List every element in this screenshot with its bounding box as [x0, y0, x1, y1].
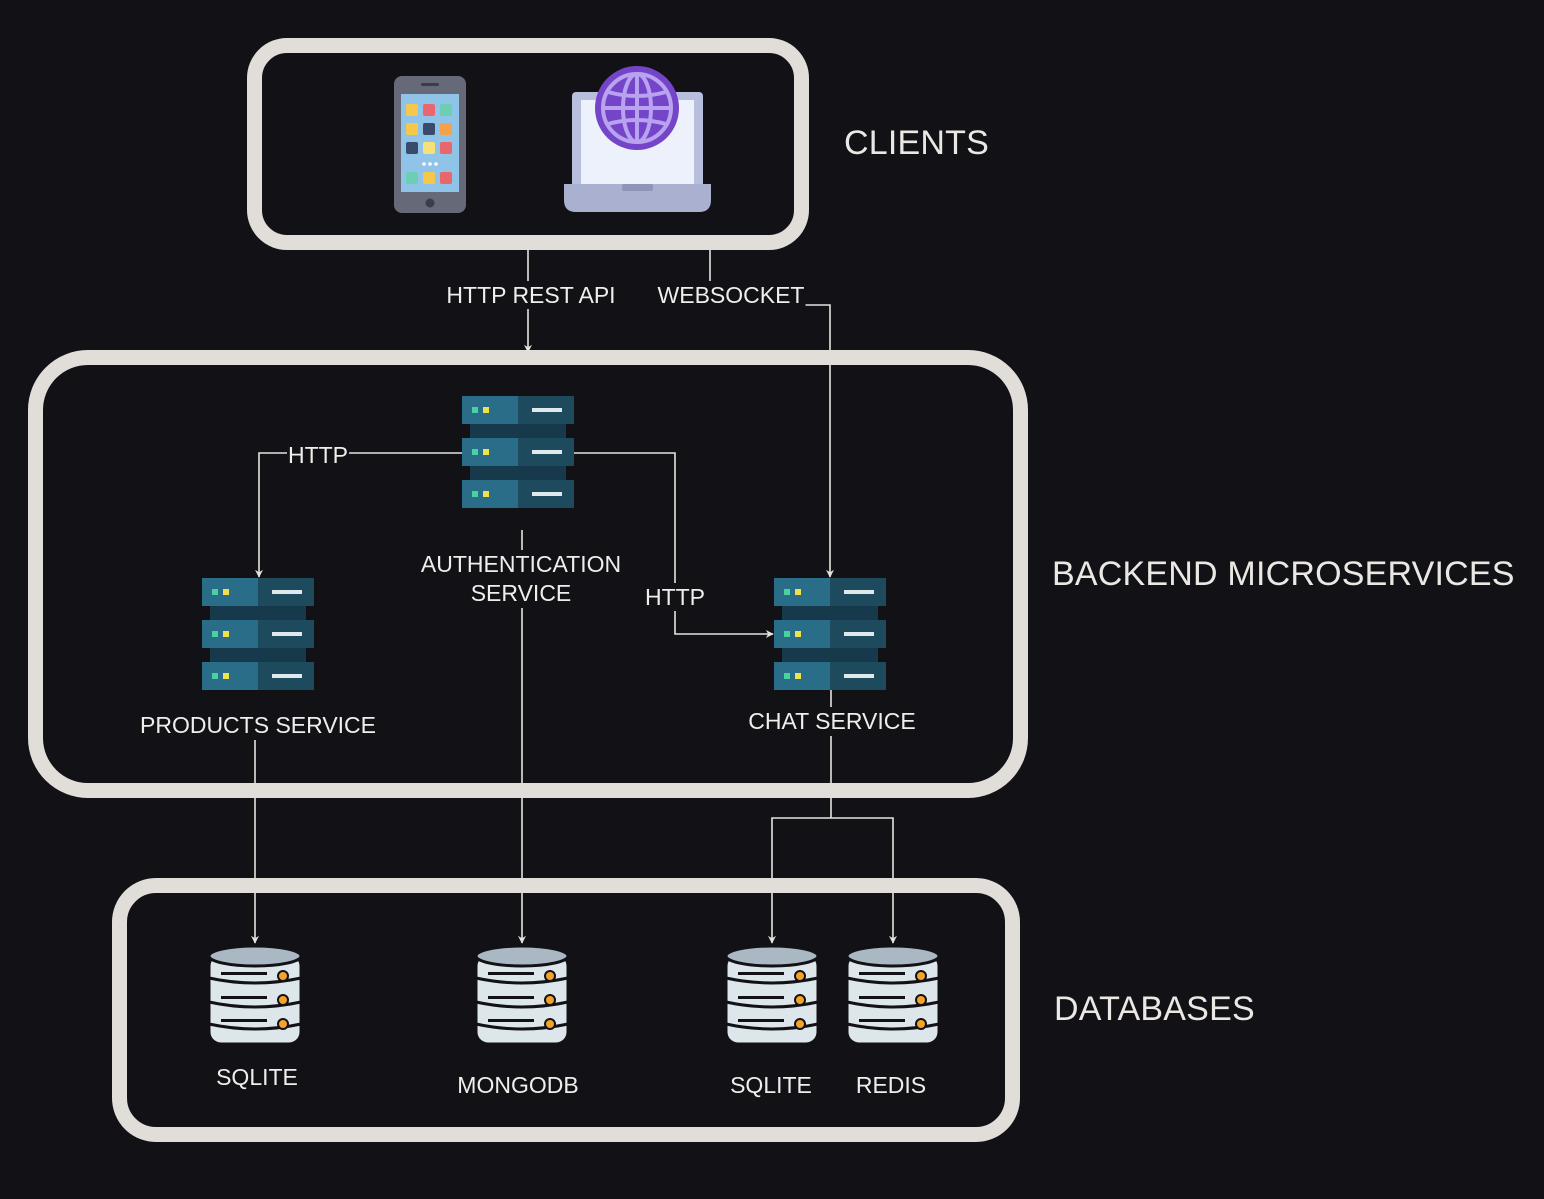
edge-auth-to-products	[255, 452, 462, 578]
sqlite-chat-label: SQLITE	[730, 1072, 812, 1098]
databases-group-box	[112, 878, 1020, 1142]
chat-service-label: CHAT SERVICE	[744, 707, 920, 736]
auth-server-icon	[462, 396, 574, 508]
redis-label: REDIS	[855, 1072, 927, 1098]
edge-chat-to-redis	[831, 817, 897, 944]
websocket-label: WEBSOCKET	[656, 281, 806, 309]
auth-service-label-line1: AUTHENTICATION	[420, 551, 622, 577]
sqlite-products-label: SQLITE	[216, 1064, 298, 1090]
products-service-label: PRODUCTS SERVICE	[139, 712, 377, 738]
backend-group-label: BACKEND MICROSERVICES	[1052, 555, 1515, 593]
mongodb-database-icon	[474, 944, 570, 1046]
sqlite-chat-database-icon	[724, 944, 820, 1046]
chat-server-icon	[774, 578, 886, 690]
auth-to-products-http-label: HTTP	[286, 441, 350, 469]
smartphone-icon	[394, 76, 466, 213]
redis-database-icon	[845, 944, 941, 1046]
http-rest-api-label: HTTP REST API	[445, 281, 617, 309]
laptop-globe-icon	[564, 66, 711, 212]
edge-chat-to-sqlite	[768, 817, 831, 944]
auth-to-chat-http-label: HTTP	[643, 583, 707, 611]
auth-service-label: AUTHENTICATION SERVICE	[416, 550, 626, 608]
clients-group-label: CLIENTS	[844, 124, 989, 162]
products-server-icon	[202, 578, 314, 690]
databases-group-label: DATABASES	[1054, 990, 1255, 1028]
sqlite-products-database-icon	[207, 944, 303, 1046]
edge-auth-to-chat	[574, 452, 774, 638]
backend-group-box	[28, 350, 1028, 798]
mongodb-label: MONGODB	[457, 1072, 579, 1098]
clients-group-box	[247, 38, 809, 250]
auth-service-label-line2: SERVICE	[470, 580, 572, 606]
